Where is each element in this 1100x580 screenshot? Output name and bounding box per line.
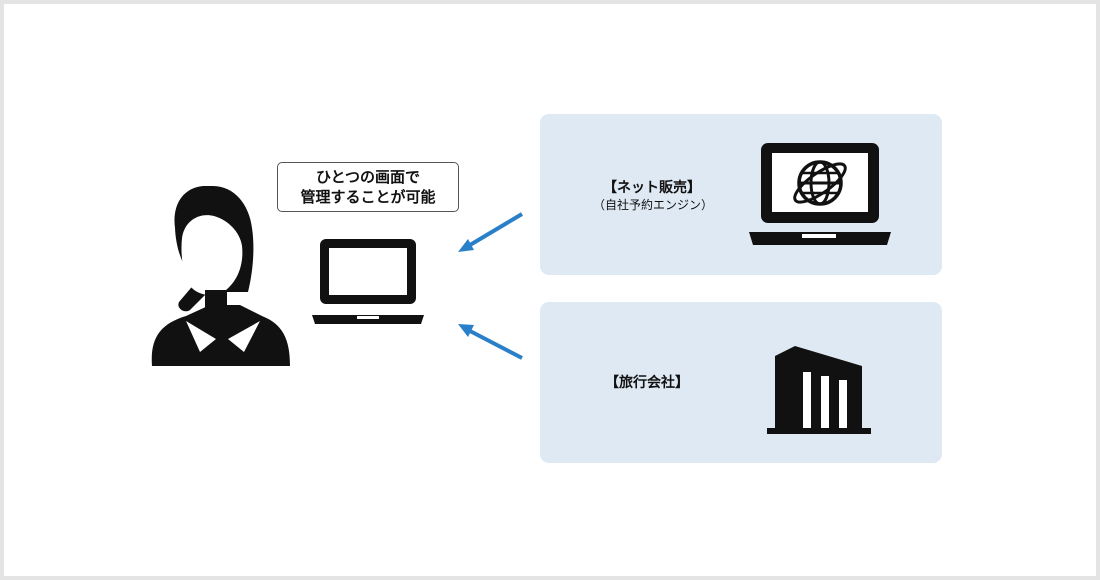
- callout-line-1: ひとつの画面で: [316, 168, 420, 186]
- online-sales-subtitle: （自社予約エンジン）: [592, 198, 713, 212]
- arrow-from-net-icon: [458, 212, 524, 252]
- online-sales-title: 【ネット販売】: [603, 180, 701, 196]
- callout-box: ひとつの画面で 管理することが可能: [277, 162, 459, 212]
- person-icon: [151, 186, 290, 366]
- building-icon: [767, 346, 871, 434]
- travel-agency-title: 【旅行会社】: [605, 375, 689, 391]
- source-panel-online-sales: 【ネット販売】 （自社予約エンジン）: [540, 114, 942, 275]
- laptop-globe-icon: [749, 143, 891, 245]
- laptop-icon: [312, 239, 424, 324]
- source-panel-travel-agency: 【旅行会社】: [540, 302, 942, 463]
- arrow-from-agency-icon: [458, 324, 523, 360]
- callout-line-2: 管理することが可能: [300, 188, 436, 206]
